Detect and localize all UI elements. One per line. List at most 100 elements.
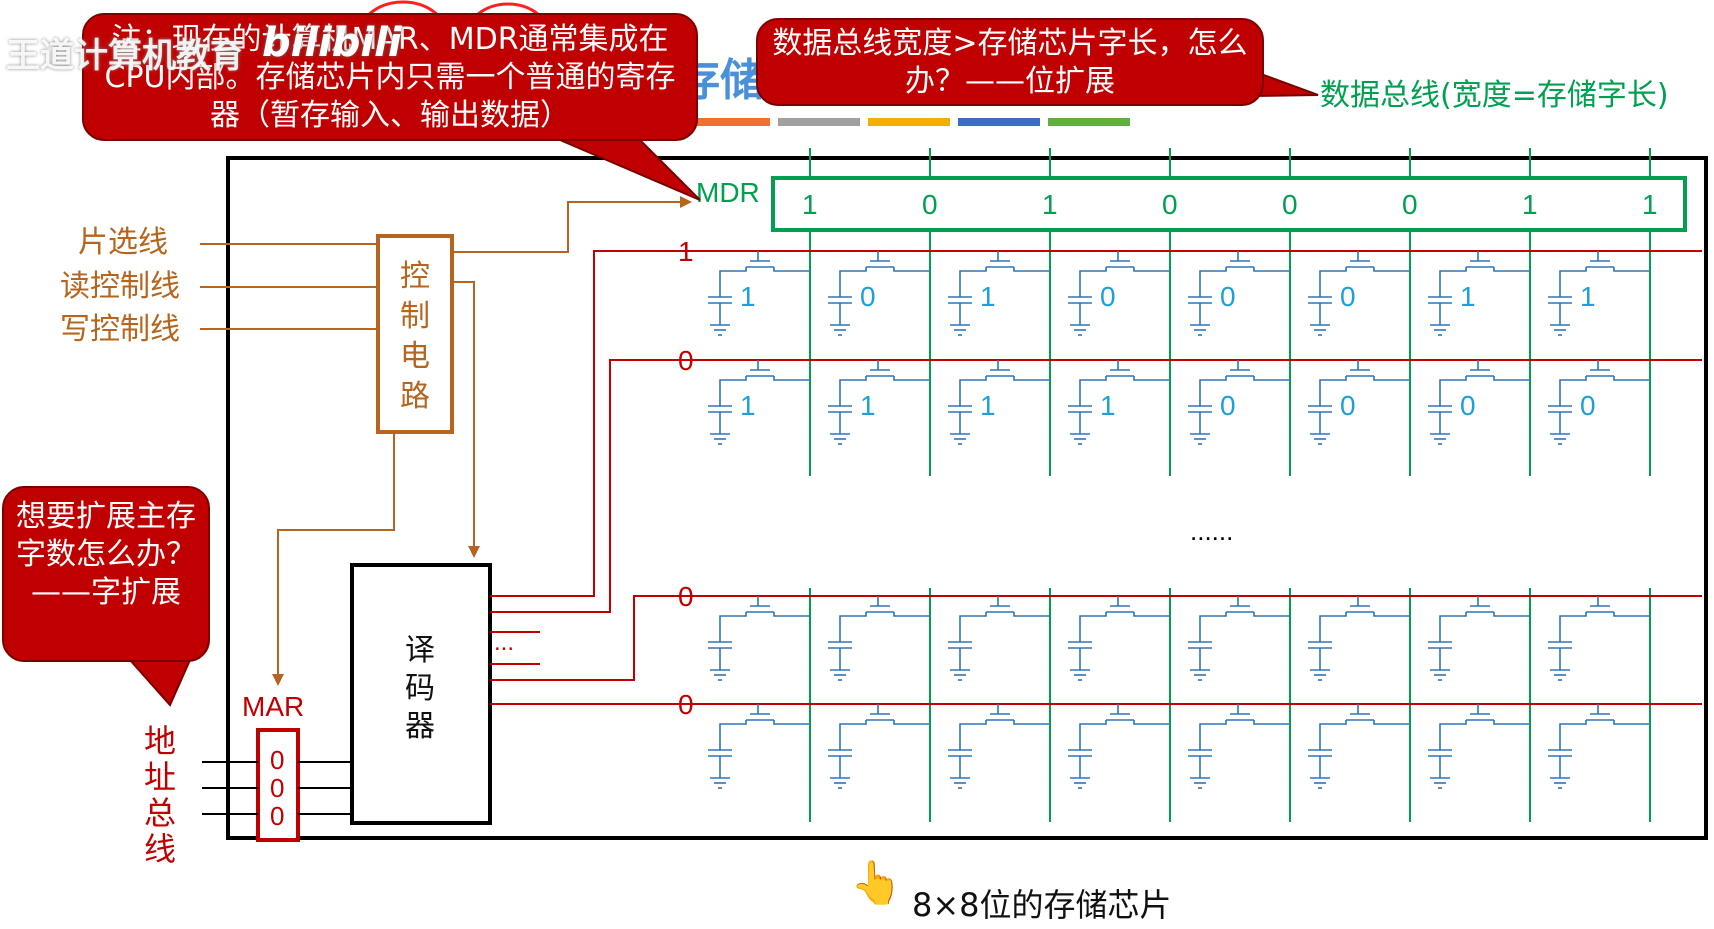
cell-bit-value: 0 xyxy=(1340,281,1356,312)
memory-cell xyxy=(948,596,1050,681)
arrow-to-mar xyxy=(272,674,284,686)
decoder-char: 码 xyxy=(405,671,435,706)
mdr-bit: 1 xyxy=(802,189,818,220)
address-wires xyxy=(202,761,352,815)
memory-cell xyxy=(708,704,810,789)
read-control-label: 读控制线 xyxy=(60,269,180,304)
memory-cell xyxy=(1308,704,1410,789)
memory-cell xyxy=(1068,596,1170,681)
bilibili-logo: bilibili xyxy=(262,20,402,66)
address-bus-char: 地 xyxy=(144,722,176,760)
chip-frame xyxy=(226,156,1708,840)
cell-bit-value: 1 xyxy=(860,390,876,421)
cell-bit-value: 1 xyxy=(740,281,756,312)
decoder-outputs xyxy=(490,250,700,705)
memory-cell: 1 xyxy=(708,251,810,336)
mar-register xyxy=(256,728,300,842)
note-callout: 注：现在的计算机MAR、MDR通常集成在CPU内部。存储芯片内只需一个普通的寄存… xyxy=(82,13,698,141)
watermark: 王道计算机教育 xyxy=(6,36,244,76)
cell-bit-value: 0 xyxy=(1340,390,1356,421)
control-wires xyxy=(200,201,680,676)
memory-cell: 1 xyxy=(948,360,1050,445)
address-bus-char: 线 xyxy=(144,830,176,868)
chip-select-label: 片选线 xyxy=(78,225,168,260)
memory-cell: 1 xyxy=(828,360,930,445)
cell-bit-value: 1 xyxy=(980,281,996,312)
mdr-label: MDR xyxy=(696,177,760,208)
note-callout-tail xyxy=(559,139,701,201)
arrow-to-decoder xyxy=(468,546,480,558)
decoder-char: 译 xyxy=(405,633,435,668)
memory-cell xyxy=(708,596,810,681)
memory-cell xyxy=(1188,704,1290,789)
memory-cell: 1 xyxy=(708,360,810,445)
memory-cell: 0 xyxy=(1548,360,1650,445)
palette-swatch xyxy=(688,118,770,126)
memory-cell xyxy=(1548,596,1650,681)
memory-cell xyxy=(1428,596,1530,681)
rows-ellipsis: ...... xyxy=(1190,516,1233,546)
memory-cell: 0 xyxy=(828,251,930,336)
cell-bit-value: 1 xyxy=(1460,281,1476,312)
control-circuit-box xyxy=(376,234,454,434)
decoder-ellipsis: ... xyxy=(494,629,514,656)
palette-swatch xyxy=(778,118,860,126)
cell-bit-value: 1 xyxy=(1100,390,1116,421)
memory-cell xyxy=(1068,704,1170,789)
mar-bit: 0 xyxy=(270,773,284,803)
pointing-hand-icon: 👆 xyxy=(850,858,903,907)
bit-expansion-callout: 数据总线宽度>存储芯片字长，怎么办？——位扩展 xyxy=(756,18,1264,106)
memory-cell: 0 xyxy=(1428,360,1530,445)
memory-cell: 0 xyxy=(1308,251,1410,336)
cell-bit-value: 0 xyxy=(1100,281,1116,312)
cell-bit-value: 0 xyxy=(1220,281,1236,312)
memory-cell: 0 xyxy=(1308,360,1410,445)
write-control-label: 写控制线 xyxy=(60,312,180,347)
memory-cell: 1 xyxy=(1548,251,1650,336)
memory-cell: 0 xyxy=(1188,360,1290,445)
control-circuit-char: 制 xyxy=(400,299,430,334)
palette-swatch xyxy=(958,118,1040,126)
mdr-bit: 1 xyxy=(1042,189,1058,220)
mdr-bit: 0 xyxy=(922,189,938,220)
palette-bar xyxy=(688,118,1130,126)
palette-swatch xyxy=(1048,118,1130,126)
cell-bit-value: 1 xyxy=(1580,281,1596,312)
word-callout-tail xyxy=(127,659,192,707)
memory-cell: 1 xyxy=(948,251,1050,336)
cell-bit-value: 1 xyxy=(980,390,996,421)
mdr-bit: 0 xyxy=(1402,189,1418,220)
mdr-bit: 0 xyxy=(1282,189,1298,220)
control-circuit-char: 电 xyxy=(400,339,430,374)
mdr-register xyxy=(771,176,1687,232)
mdr-bit: 0 xyxy=(1162,189,1178,220)
cell-bit-value: 0 xyxy=(1460,390,1476,421)
cell-bit-value: 0 xyxy=(860,281,876,312)
mar-bits: 000 xyxy=(270,745,284,831)
memory-cell: 1 xyxy=(1068,360,1170,445)
address-bus-char: 总 xyxy=(144,794,176,832)
decoder-label: 译码器 xyxy=(405,633,435,744)
mdr-bit: 1 xyxy=(1522,189,1538,220)
memory-cell xyxy=(1188,596,1290,681)
control-circuit-char: 控 xyxy=(400,259,430,294)
word-expansion-callout: 想要扩展主存字数怎么办？——字扩展 xyxy=(2,486,210,662)
control-circuit-char: 路 xyxy=(400,379,430,414)
mar-bit: 0 xyxy=(270,745,284,775)
data-bus-label: 数据总线(宽度=存储字长) xyxy=(1320,78,1669,113)
memory-cell xyxy=(1428,704,1530,789)
memory-cell xyxy=(828,704,930,789)
memory-cell xyxy=(1548,704,1650,789)
memory-cell: 0 xyxy=(1068,251,1170,336)
cell-bit-value: 0 xyxy=(1220,390,1236,421)
memory-cell xyxy=(948,704,1050,789)
decoder-char: 器 xyxy=(405,709,435,744)
palette-swatch xyxy=(868,118,950,126)
memory-cell xyxy=(1308,596,1410,681)
decoder-box xyxy=(350,563,492,825)
memory-cell: 1 xyxy=(1428,251,1530,336)
